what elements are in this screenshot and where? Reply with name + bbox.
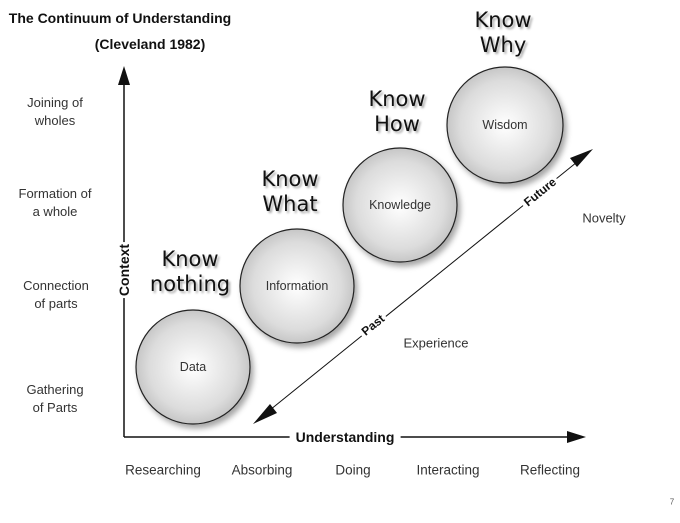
know-line: How (374, 112, 420, 136)
title-line1: The Continuum of Understanding (8, 10, 232, 26)
x-level-reflecting: Reflecting (519, 462, 581, 478)
circle-wisdom (446, 66, 564, 184)
y-level-connection: Connection of parts (23, 277, 89, 313)
y-axis-label: Context (112, 241, 136, 299)
know-line: Know (368, 87, 426, 111)
y-level-formation: Formation of a whole (19, 185, 92, 221)
x-axis-label: Understanding (289, 429, 401, 445)
y-level-line: of Parts (32, 400, 78, 415)
x-level-researching: Researching (125, 462, 201, 478)
page-number: 7 (669, 497, 675, 507)
know-line: Why (479, 33, 527, 57)
know-line: nothing (149, 272, 231, 296)
circle-label-wisdom: Wisdom (482, 118, 528, 132)
y-level-gathering: Gathering of Parts (26, 381, 83, 417)
know-line: Know (161, 247, 219, 271)
y-level-line: Formation of (18, 186, 92, 201)
x-level-doing: Doing (335, 462, 371, 478)
novelty-label: Novelty (582, 210, 626, 226)
know-line: Know (474, 8, 532, 32)
circle-knowledge (342, 147, 458, 263)
y-level-line: Gathering (26, 382, 84, 397)
y-level-line: wholes (34, 113, 76, 128)
circle-information (239, 228, 355, 344)
y-level-line: a whole (32, 204, 78, 219)
circle-data (135, 309, 251, 425)
circle-label-knowledge: Knowledge (369, 198, 431, 212)
y-level-line: Joining of (27, 95, 83, 110)
x-level-absorbing: Absorbing (231, 462, 293, 478)
circle-label-information: Information (265, 279, 329, 293)
y-level-line: Connection (23, 278, 89, 293)
know-line: What (262, 192, 318, 216)
experience-label: Experience (403, 335, 469, 351)
title-line2: (Cleveland 1982) (94, 36, 206, 52)
y-level-line: of parts (34, 296, 78, 311)
y-level-joining: Joining of wholes (27, 94, 83, 130)
x-level-interacting: Interacting (416, 462, 480, 478)
know-line: Know (261, 167, 319, 191)
circle-label-data: Data (179, 360, 207, 374)
